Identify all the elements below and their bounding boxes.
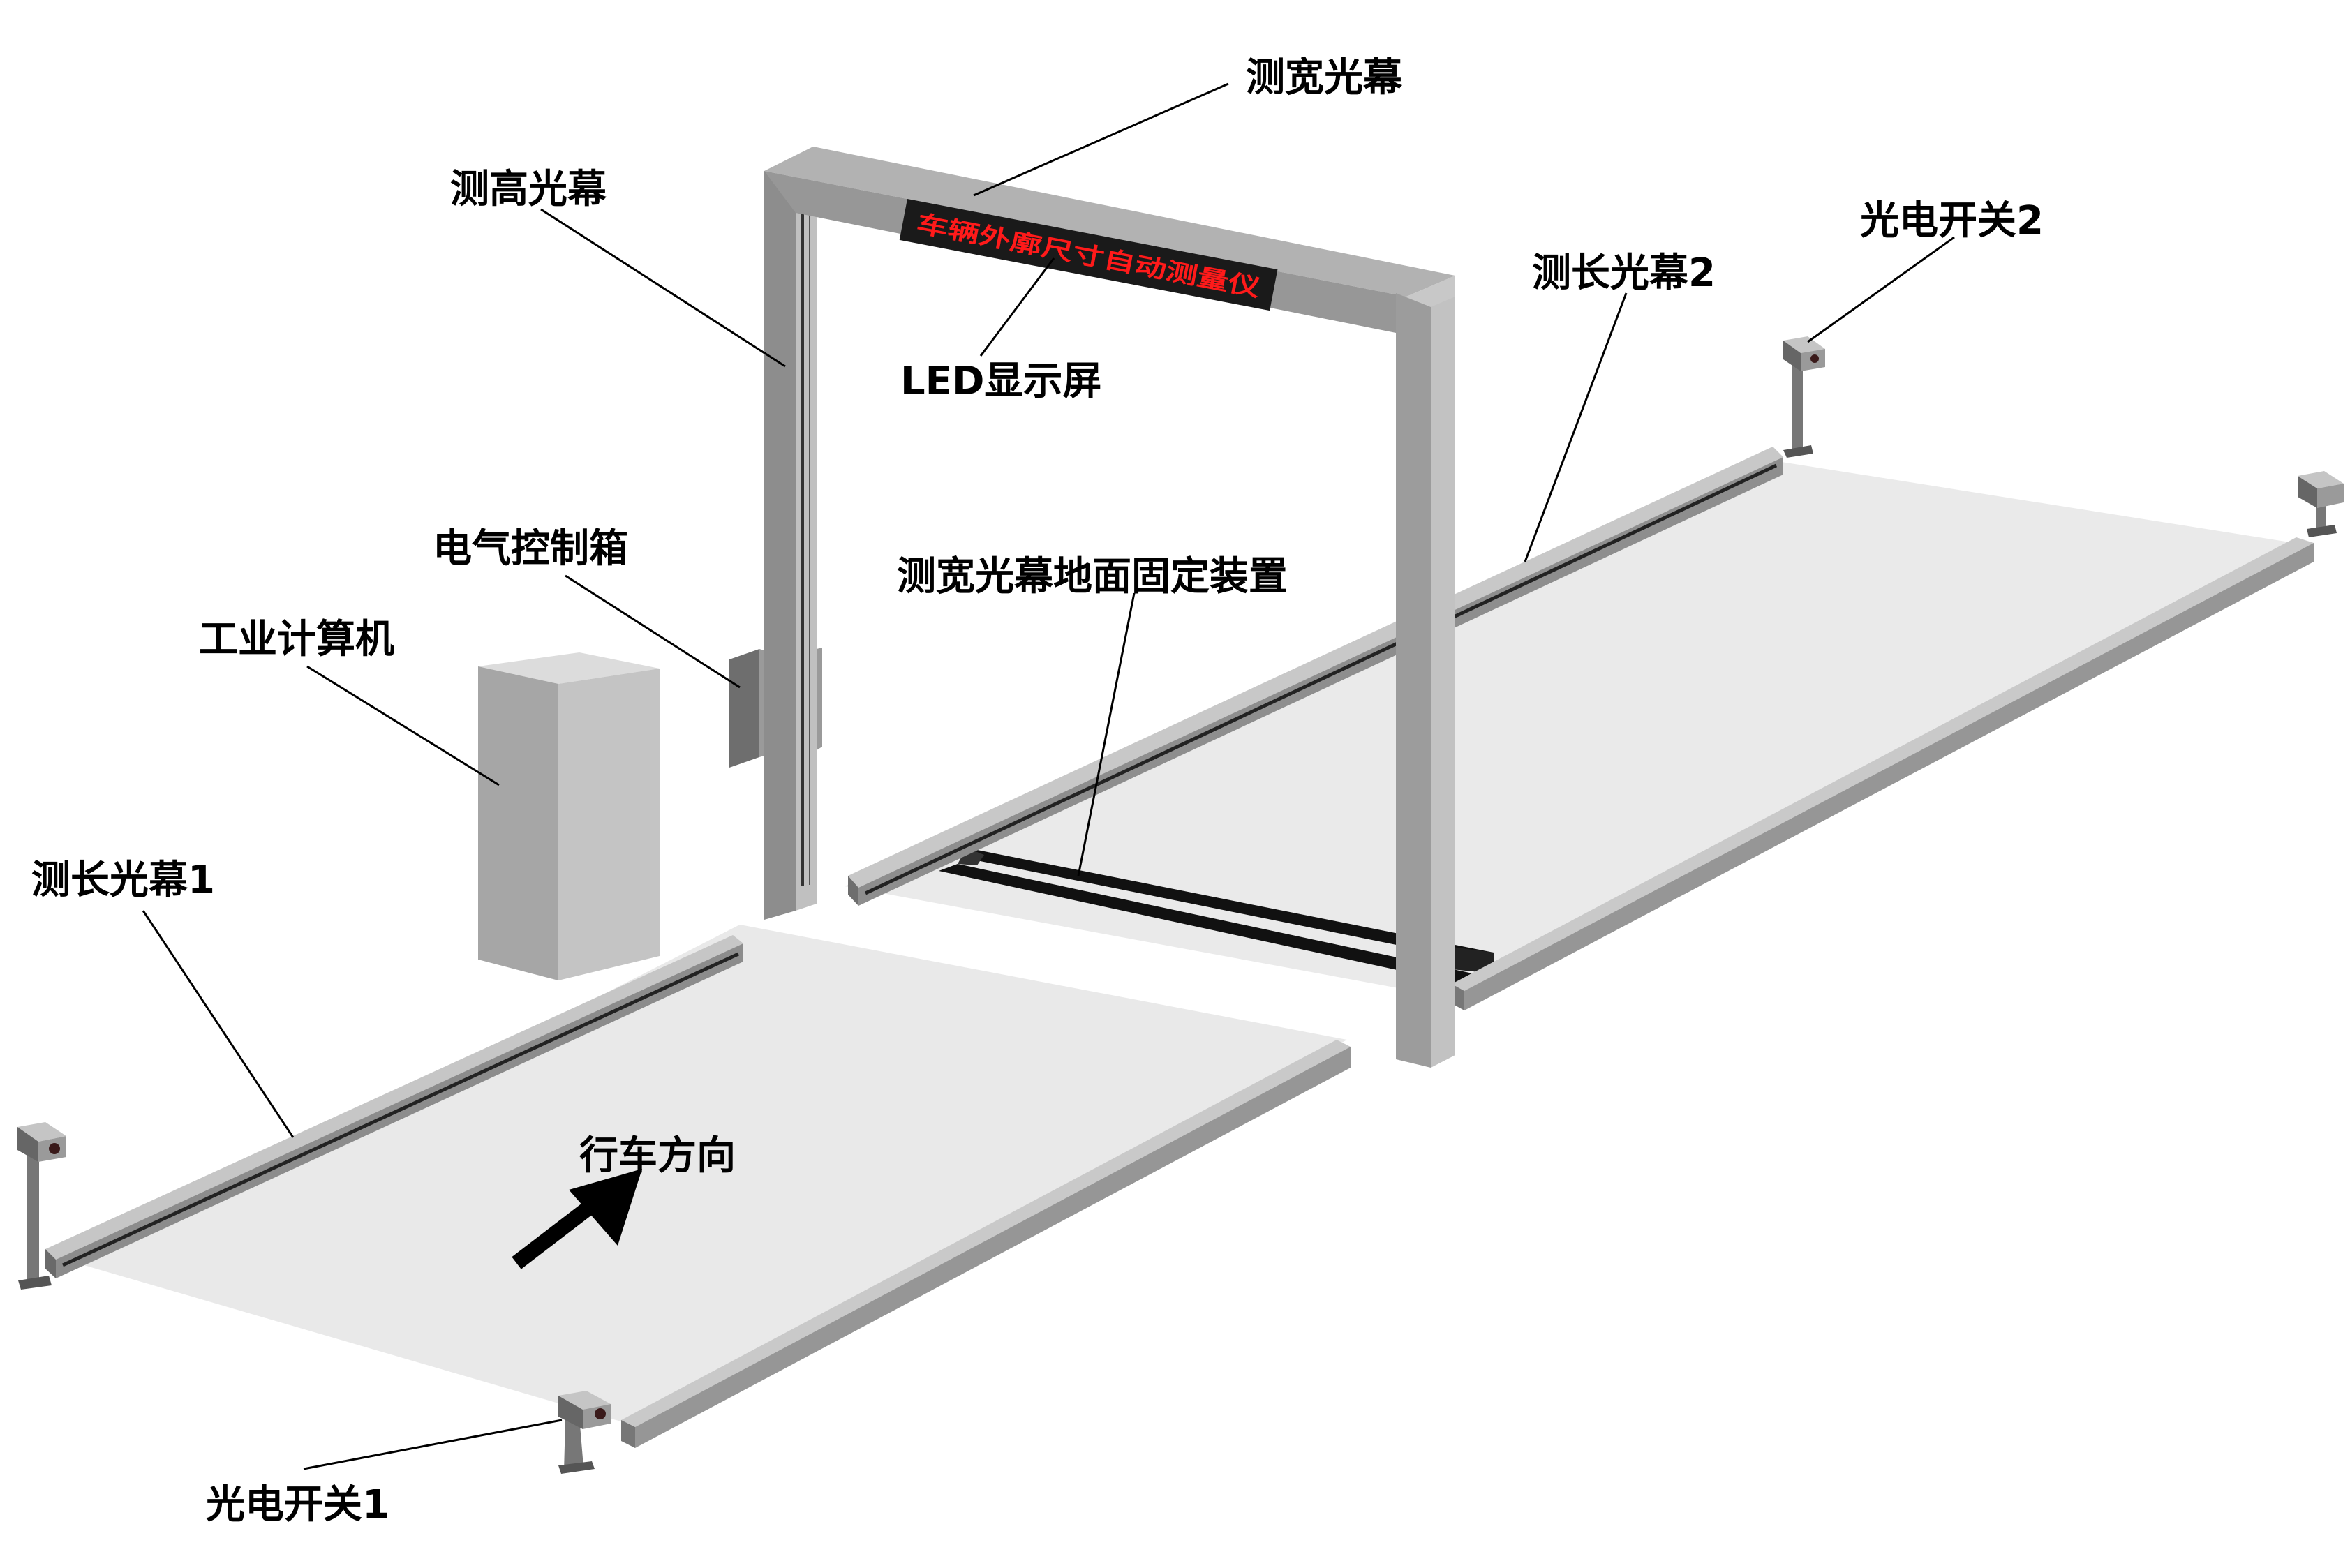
- front-right-rail: [621, 1040, 1351, 1448]
- length-curtain-1: [45, 935, 743, 1278]
- gantry-left-column: [764, 171, 817, 920]
- gantry-right-column: [1396, 293, 1455, 1068]
- leader-industrial-pc: [306, 665, 500, 786]
- photo-switch-2-device: [1783, 336, 1825, 458]
- label-led-screen: LED显示屏: [900, 359, 1101, 404]
- label-height-curtain: 测高光幕: [450, 167, 607, 212]
- electrical-control-box: [729, 648, 822, 768]
- leader-length-curtain-2: [1524, 292, 1628, 562]
- leader-width-curtain: [973, 82, 1229, 197]
- label-photo-switch-1: 光电开关1: [206, 1482, 389, 1528]
- length-curtain-2: [848, 447, 1783, 906]
- label-width-curtain: 测宽光幕: [1246, 55, 1403, 100]
- direction-arrow-icon: [512, 1169, 642, 1269]
- label-control-box: 电气控制箱: [433, 526, 628, 572]
- leader-width-fixture: [1077, 592, 1136, 876]
- label-length-curtain-1: 测长光幕1: [31, 858, 215, 903]
- label-photo-switch-2: 光电开关2: [1860, 198, 2044, 244]
- label-length-curtain-2: 测长光幕2: [1532, 251, 1716, 296]
- leader-control-box: [565, 574, 741, 689]
- leader-length-curtain-1: [142, 910, 295, 1138]
- photo-switch-1-device: [558, 1391, 611, 1474]
- photo-switch-rear-right-device: [2298, 471, 2344, 537]
- photo-switch-front-left-device: [17, 1122, 66, 1290]
- floor-rear: [845, 461, 2303, 998]
- industrial-computer: [478, 652, 660, 980]
- leader-led-screen: [979, 257, 1055, 357]
- label-industrial-pc: 工业计算机: [199, 617, 394, 662]
- leader-height-curtain: [540, 208, 786, 368]
- leader-photo-switch-1: [303, 1419, 563, 1470]
- label-width-fixture: 测宽光幕地面固定装置: [897, 554, 1288, 599]
- label-direction: 行车方向: [579, 1133, 736, 1179]
- leader-photo-switch-2: [1807, 236, 1955, 343]
- floor-front: [77, 925, 1347, 1424]
